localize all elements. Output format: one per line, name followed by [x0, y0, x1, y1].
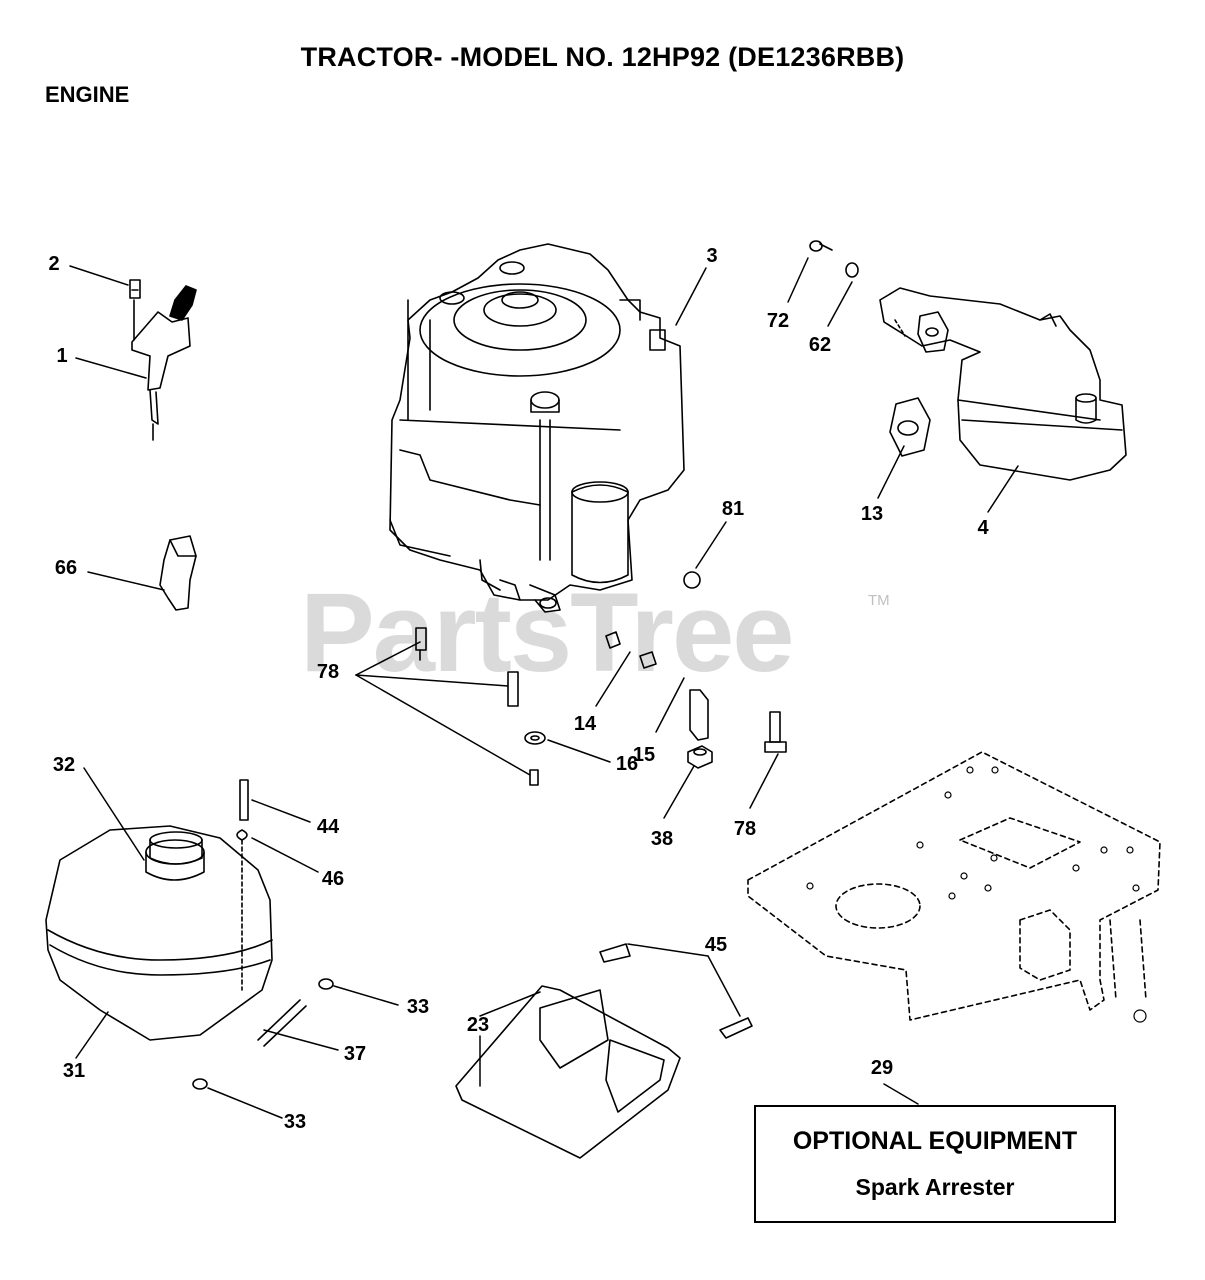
bracket-part — [159, 535, 197, 611]
callout-44[interactable]: 44 — [316, 816, 340, 838]
callout-78-muffler-bolt[interactable]: 78 — [733, 818, 757, 840]
page-title: TRACTOR- -MODEL NO. 12HP92 (DE1236RBB) — [300, 42, 905, 72]
optional-equipment-item: Spark Arrester — [855, 1174, 1015, 1200]
callout-66[interactable]: 66 — [54, 557, 78, 579]
callout-23[interactable]: 23 — [466, 1014, 490, 1036]
callout-38[interactable]: 38 — [650, 828, 674, 850]
callout-32[interactable]: 32 — [52, 754, 76, 776]
callout-leader-lines — [69, 257, 1019, 1119]
callout-78-engine-bolts[interactable]: 78 — [316, 661, 340, 683]
callout-3[interactable]: 3 — [706, 245, 718, 267]
callout-14[interactable]: 14 — [573, 713, 597, 735]
throttle-control-part — [129, 279, 197, 441]
callout-81[interactable]: 81 — [721, 498, 745, 520]
mounting-plate-part — [747, 751, 1161, 1021]
callout-15[interactable]: 15 — [632, 744, 656, 766]
callout-31[interactable]: 31 — [62, 1060, 86, 1082]
callout-33-upper[interactable]: 33 — [406, 996, 430, 1018]
engine-part — [389, 243, 685, 613]
muffler-part — [809, 240, 1127, 481]
callout-29[interactable]: 29 — [870, 1057, 894, 1079]
watermark-logo: PartsTree — [300, 570, 795, 695]
callout-62[interactable]: 62 — [808, 334, 832, 356]
callout-45[interactable]: 45 — [704, 934, 728, 956]
callout-37[interactable]: 37 — [343, 1043, 367, 1065]
optional-equipment-box: OPTIONAL EQUIPMENT Spark Arrester — [754, 1105, 1116, 1223]
section-label: ENGINE — [45, 82, 130, 107]
callout-46[interactable]: 46 — [321, 868, 345, 890]
callout-1[interactable]: 1 — [56, 345, 68, 367]
fuel-tank-part — [45, 779, 334, 1090]
callout-2[interactable]: 2 — [48, 253, 60, 275]
callout-72[interactable]: 72 — [766, 310, 790, 332]
callout-4[interactable]: 4 — [977, 517, 989, 539]
watermark-trademark: TM — [868, 592, 890, 609]
mounting-plate-holes — [806, 766, 1147, 1023]
heat-shield-part — [455, 943, 753, 1159]
optional-equipment-heading: OPTIONAL EQUIPMENT — [792, 1127, 1078, 1155]
callout-33-lower[interactable]: 33 — [283, 1111, 307, 1133]
callout-13[interactable]: 13 — [860, 503, 884, 525]
engine-hardware-parts — [415, 571, 787, 786]
callout-16[interactable]: 16 — [615, 753, 639, 775]
